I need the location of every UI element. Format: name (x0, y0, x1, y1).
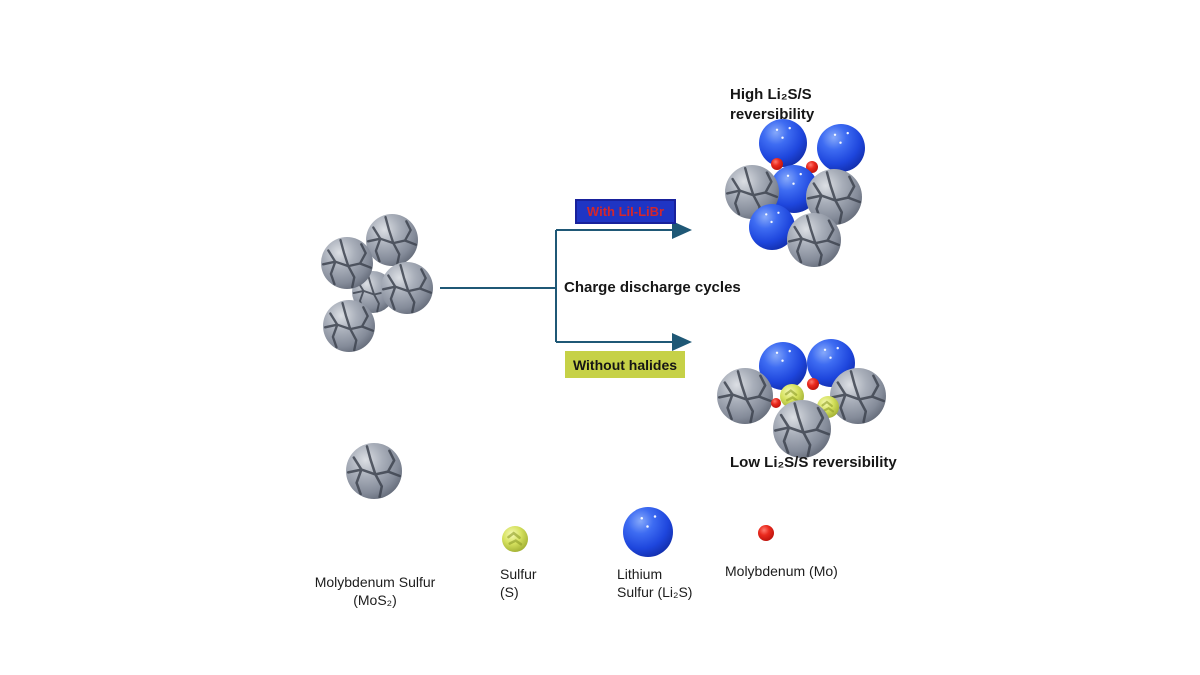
mos2-sphere (787, 213, 841, 267)
li2s-sphere (759, 119, 807, 167)
li2s-sphere (770, 165, 818, 213)
mos2-sphere (773, 400, 831, 458)
without-halides-box: Without halides (565, 351, 685, 378)
mo-sphere (771, 398, 781, 408)
high-reversibility-label: High Li₂S/S reversibility (730, 86, 815, 123)
legend-label-sulfur: Sulfur (S) (500, 566, 537, 600)
mo-sphere (771, 158, 783, 170)
flow-arrows (440, 221, 692, 351)
li2s-sphere (623, 507, 673, 557)
low-reversibility-label: Low Li₂S/S reversibility (730, 454, 897, 471)
li2s-sphere (817, 124, 865, 172)
charge-cycles-label: Charge discharge cycles (564, 279, 741, 296)
li2s-sphere (749, 204, 795, 250)
legend-label-li2s: Lithium Sulfur (Li₂S) (617, 566, 693, 600)
mos2-sphere (321, 237, 373, 289)
mo-sphere (806, 161, 818, 173)
with-halides-box: With LiI-LiBr (575, 199, 676, 224)
legend-label-mos2: Molybdenum Sulfur (MoS₂) (314, 574, 436, 608)
mos2-sphere (366, 214, 418, 266)
mos2-sphere (806, 169, 862, 225)
mos2-sphere (323, 300, 375, 352)
mos2-sphere (717, 368, 773, 424)
mos2-sphere (830, 368, 886, 424)
mo-sphere (807, 378, 819, 390)
sphere-layer (321, 119, 886, 557)
s-sphere (502, 526, 528, 552)
mos2-sphere (346, 443, 402, 499)
li2s-sphere (759, 342, 807, 390)
mo-sphere (758, 525, 774, 541)
legend-label-mo: Molybdenum (Mo) (725, 563, 838, 579)
mos2-sphere (381, 262, 433, 314)
